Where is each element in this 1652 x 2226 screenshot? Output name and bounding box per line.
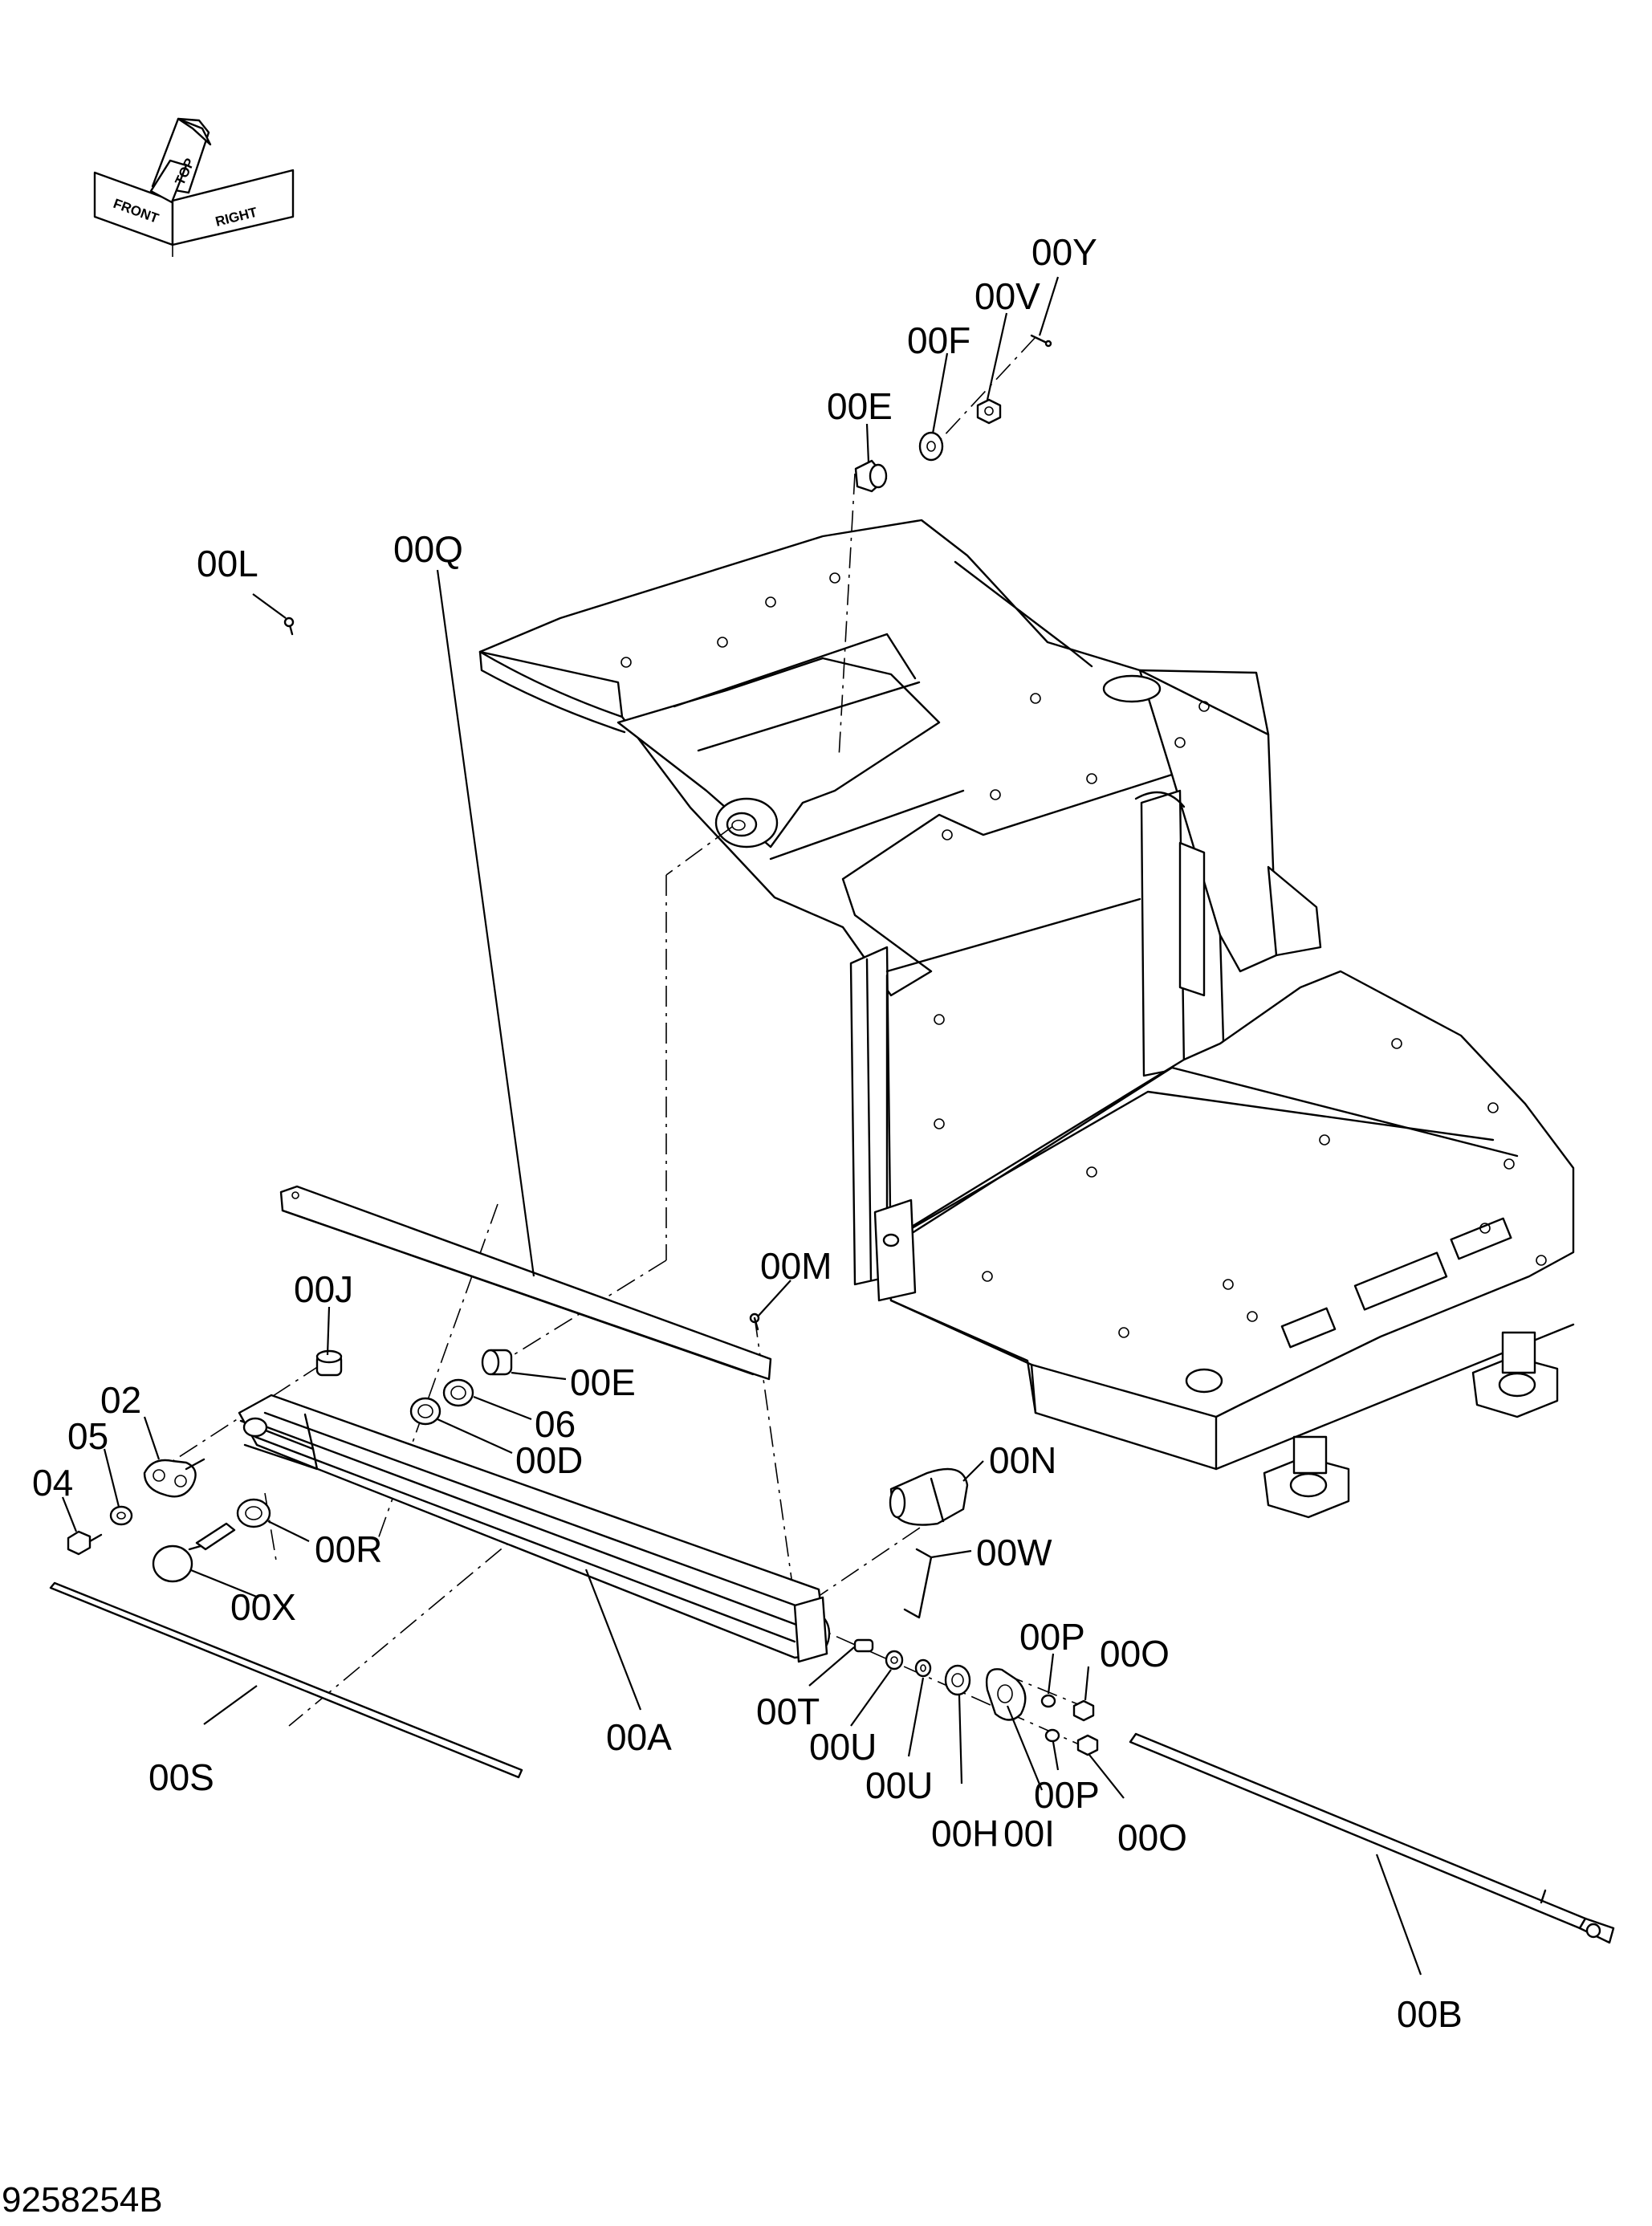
callout-00O-2: 00O (1117, 1817, 1187, 1858)
callout-00P-2: 00P (1034, 1774, 1100, 1816)
drawing-number: 9258254B (2, 2180, 163, 2220)
callout-00A: 00A (606, 1716, 672, 1758)
washer-00U-1 (885, 1650, 904, 1671)
callout-00B: 00B (1397, 1993, 1463, 2035)
bolt-00O-1 (1072, 1699, 1095, 1722)
screw-00L (283, 617, 295, 636)
bolt-00O-2 (1076, 1734, 1099, 1756)
callout-00T: 00T (756, 1691, 820, 1732)
callout-00R: 00R (315, 1528, 382, 1570)
knob-00X (152, 1522, 236, 1583)
washer-00P-1 (1040, 1694, 1056, 1708)
callout-00Q: 00Q (393, 528, 463, 570)
leader-lines (61, 276, 1422, 1976)
callout-labels: 00Y 00V 00F 00E 00L 00Q 00M 00J 00E 06 0… (32, 231, 1463, 2035)
rod-00B (1129, 1732, 1615, 1944)
bracket-00W (903, 1548, 933, 1619)
bushing-00H (944, 1664, 971, 1696)
callout-00S: 00S (149, 1756, 214, 1798)
callout-00V: 00V (975, 275, 1040, 317)
washer-00P-2 (1044, 1728, 1060, 1743)
pin-00T (853, 1638, 874, 1653)
washer-00U-2 (914, 1658, 932, 1678)
callout-00W: 00W (976, 1532, 1052, 1573)
washer-05 (109, 1505, 133, 1526)
isolator-mount-left (1263, 1435, 1350, 1519)
callout-00D: 00D (515, 1439, 583, 1481)
washer-06 (442, 1378, 474, 1407)
bushing-00J (315, 1349, 343, 1377)
strip-00S (49, 1581, 523, 1779)
plate-02 (143, 1458, 205, 1498)
callout-00U-2: 00U (865, 1764, 933, 1806)
bushing-00E-mid (481, 1349, 513, 1376)
callout-00U-1: 00U (809, 1726, 877, 1768)
isolator-mount-right (1471, 1331, 1559, 1418)
plate-00I (985, 1668, 1027, 1721)
clip-00N (889, 1467, 969, 1526)
callout-04: 04 (32, 1462, 73, 1504)
bushing-00E-top (854, 459, 888, 493)
callout-00L: 00L (197, 543, 258, 584)
callout-00Y: 00Y (1031, 231, 1097, 273)
arm-00A (238, 1394, 831, 1663)
callout-00O-1: 00O (1100, 1633, 1170, 1675)
washer-00R (236, 1498, 271, 1528)
callout-02: 02 (100, 1379, 141, 1421)
nut-00V (976, 398, 1002, 425)
callout-00F: 00F (907, 319, 970, 361)
callout-00M: 00M (760, 1245, 832, 1287)
main-frame (478, 519, 1575, 1519)
callout-00E-top: 00E (827, 385, 893, 427)
washer-00F (918, 431, 944, 462)
pin-00Y (1030, 334, 1052, 348)
bolt-04 (67, 1530, 103, 1556)
callout-00N: 00N (989, 1439, 1056, 1481)
callout-00E-mid: 00E (570, 1361, 636, 1403)
callout-00X: 00X (230, 1586, 296, 1628)
callout-00I: 00I (1003, 1813, 1055, 1854)
orientation-icon: FRONT TOP RIGHT (93, 117, 295, 257)
screw-00M (749, 1312, 760, 1331)
callout-06: 06 (535, 1403, 576, 1445)
washer-00D (409, 1397, 441, 1426)
callout-00H: 00H (931, 1813, 999, 1854)
callout-05: 05 (67, 1415, 108, 1457)
callout-00J: 00J (294, 1268, 353, 1310)
callout-00P-1: 00P (1019, 1616, 1085, 1658)
strip-00Q (279, 1185, 772, 1381)
